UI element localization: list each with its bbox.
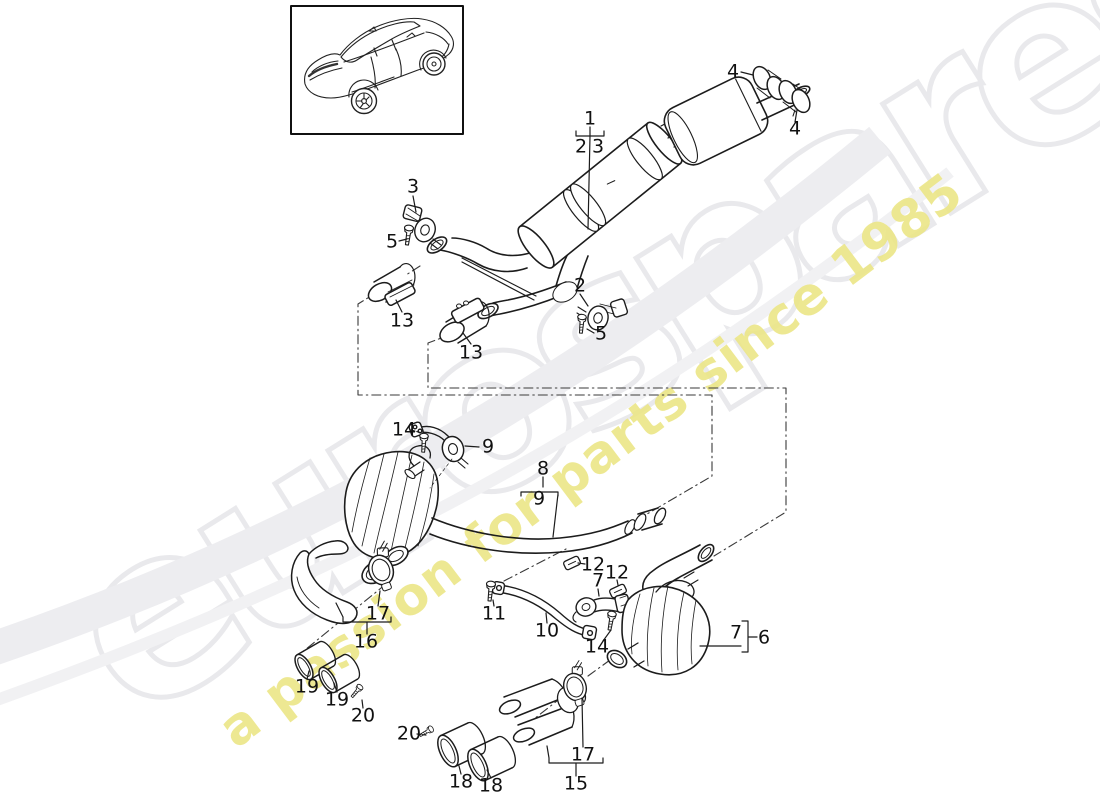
clamp-13-lower bbox=[439, 297, 490, 344]
tailpipe-tips-19 bbox=[290, 637, 365, 700]
tailpipe-15 bbox=[498, 659, 595, 746]
clamp-13-upper bbox=[367, 262, 416, 307]
callout-lines bbox=[306, 71, 798, 779]
front-silencer-assembly bbox=[426, 76, 811, 320]
panamera-car-icon bbox=[304, 17, 454, 115]
rubber-mounts bbox=[752, 65, 811, 117]
retainer-clips-12 bbox=[563, 555, 627, 599]
link-pipe-8 bbox=[429, 507, 667, 554]
hanger-bracket-2 bbox=[575, 298, 629, 335]
tailpipe-tips-18 bbox=[417, 718, 521, 785]
vehicle-inset-box bbox=[290, 5, 464, 135]
heat-shield-16 bbox=[290, 540, 358, 625]
